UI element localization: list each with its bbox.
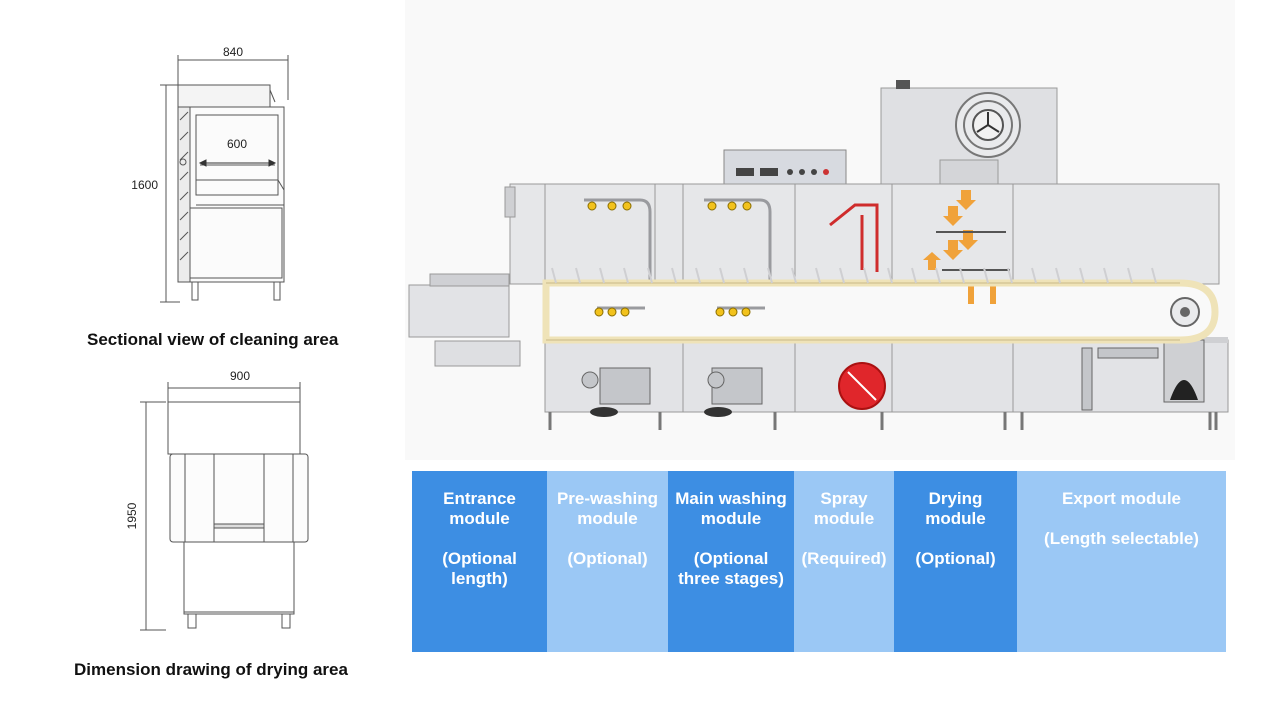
module-note: (Required) — [801, 549, 887, 568]
module-name: Pre-washing module — [556, 489, 659, 528]
cleaning-area-sectional-drawing: 840 600 1600 — [131, 45, 289, 303]
cleaning-inner-width-label: 600 — [227, 137, 247, 151]
module-name: Entrance module — [443, 489, 516, 528]
module-export: Export module (Length selectable) — [1017, 471, 1226, 652]
drying-width-label: 900 — [230, 369, 250, 383]
module-note: (Optional three stages) — [678, 549, 784, 588]
module-note: (Optional) — [915, 549, 996, 568]
dryer-tower — [880, 80, 1058, 185]
module-name: Main washing module — [675, 489, 787, 528]
module-main-washing: Main washing module (Optional three stag… — [668, 471, 794, 652]
module-name: Export module — [1061, 489, 1181, 508]
cleaning-height-label: 1600 — [131, 178, 158, 192]
conveyor-belt — [542, 267, 1219, 344]
cleaning-width-label: 840 — [223, 45, 243, 59]
module-drying: Drying module (Optional) — [894, 471, 1017, 652]
dishwasher-machine-illustration — [405, 0, 1235, 460]
control-panel — [723, 149, 847, 185]
module-name: Drying module — [925, 489, 986, 528]
module-entrance: Entrance module (Optional length) — [412, 471, 547, 652]
module-note: (Optional) — [567, 549, 648, 568]
module-pre-washing: Pre-washing module (Optional) — [547, 471, 668, 652]
cleaning-area-caption: Sectional view of cleaning area — [87, 330, 339, 349]
drying-area-caption: Dimension drawing of drying area — [74, 660, 348, 679]
module-bar: Entrance module (Optional length) Pre-wa… — [412, 471, 1226, 652]
module-note: (Optional length) — [442, 549, 517, 588]
module-name: Spray module — [813, 489, 875, 528]
drying-height-label: 1950 — [125, 502, 139, 529]
module-note: (Length selectable) — [1044, 529, 1199, 548]
module-spray: Spray module (Required) — [794, 471, 894, 652]
drying-area-dimension-drawing: 900 1950 — [125, 369, 309, 631]
